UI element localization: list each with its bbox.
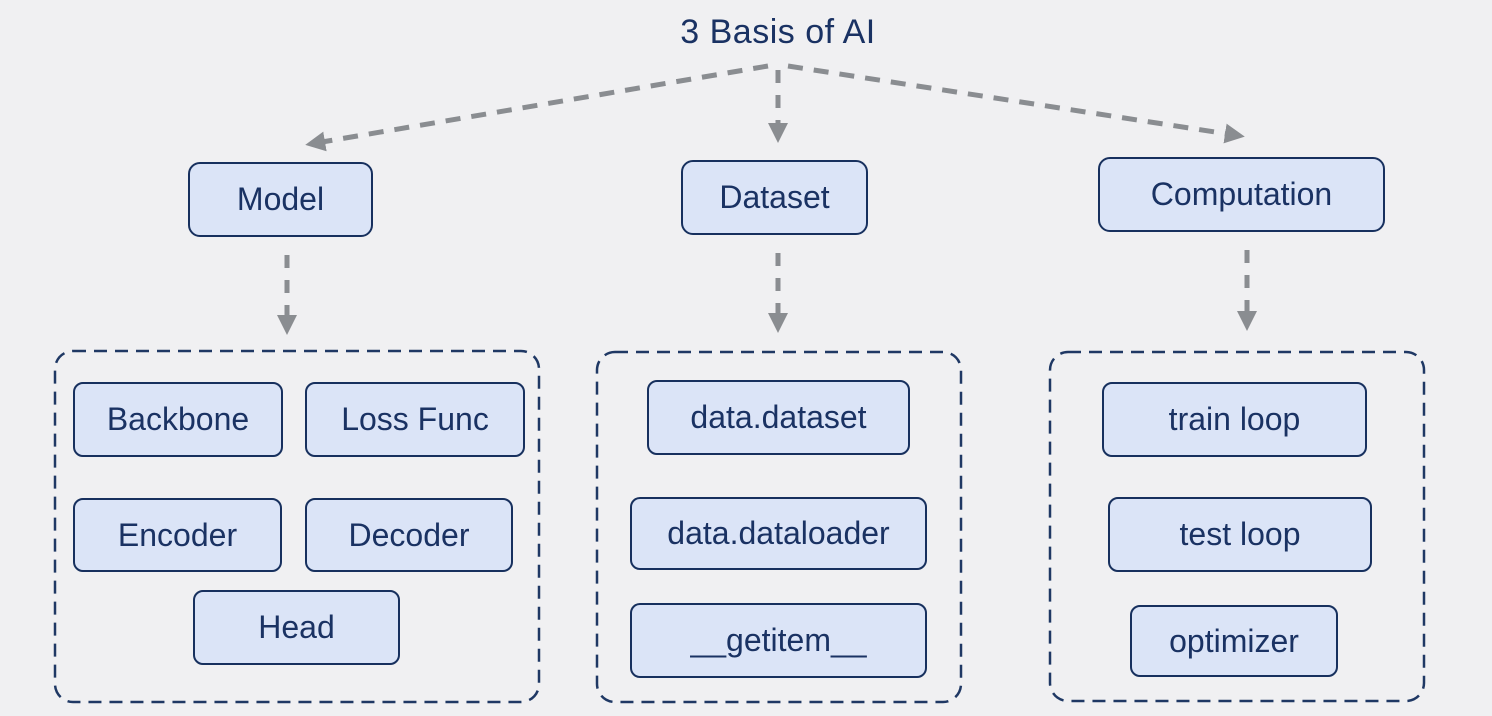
arrow-title-to-model xyxy=(305,63,769,152)
node-test-loop: test loop xyxy=(1108,497,1372,572)
node-encoder: Encoder xyxy=(73,498,282,572)
node-train-loop: train loop xyxy=(1102,382,1367,457)
node-dataset: Dataset xyxy=(681,160,868,235)
node-loss-func: Loss Func xyxy=(305,382,525,457)
node-decoder: Decoder xyxy=(305,498,513,572)
node-model: Model xyxy=(188,162,373,237)
node-computation: Computation xyxy=(1098,157,1385,232)
node-getitem: __getitem__ xyxy=(630,603,927,678)
node-data-dataset: data.dataset xyxy=(647,380,910,455)
dataset-group-outline xyxy=(595,350,963,704)
model-group-outline xyxy=(53,349,541,704)
arrow-title-to-computation xyxy=(787,63,1245,144)
node-data-dataloader: data.dataloader xyxy=(630,497,927,570)
diagram-title: 3 Basis of AI xyxy=(680,13,876,51)
computation-group-outline xyxy=(1048,350,1426,703)
node-optimizer: optimizer xyxy=(1130,605,1338,677)
node-backbone: Backbone xyxy=(73,382,283,457)
node-head: Head xyxy=(193,590,400,665)
